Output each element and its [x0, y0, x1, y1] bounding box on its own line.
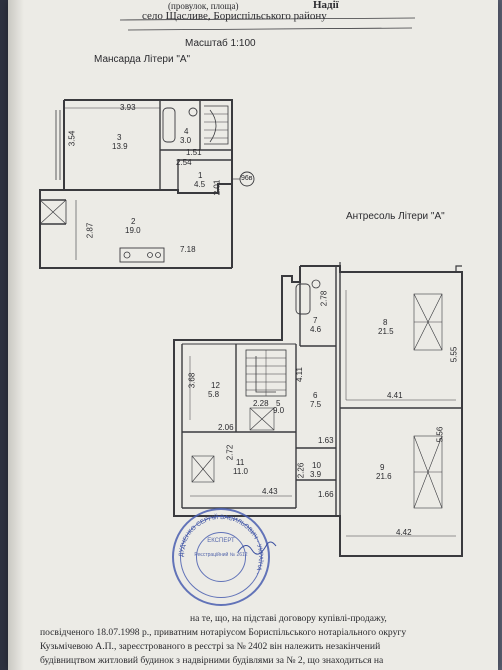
room-number: 2: [131, 217, 136, 226]
mansard-plan: [39, 99, 255, 269]
header-sub-left: (провулок, площа): [168, 1, 239, 11]
room-number: 8: [383, 318, 388, 327]
dimension: 4.42: [396, 528, 412, 537]
stamp-title: ЕКСПЕРТ: [207, 538, 235, 544]
official-stamp: ЕКСПЕРТ Реєстраційний № 2612: [172, 508, 270, 606]
room-number: 9: [380, 463, 385, 472]
room-number: 5: [276, 399, 281, 408]
header-underline-2: [127, 27, 413, 31]
footer-line: Кузьмічевою А.П., зареєстрованого в реєс…: [40, 641, 381, 652]
dimension: 4.41: [387, 391, 403, 400]
antresol-title: Антресоль Літери "А": [346, 211, 445, 222]
dimension: 2.54: [176, 158, 192, 167]
room-number: 11: [236, 458, 245, 467]
dimension: 1.51: [186, 148, 202, 157]
room-number: 4: [184, 127, 189, 136]
stamp-reg: Реєстраційний № 2612: [194, 552, 248, 558]
page-shadow: [8, 0, 24, 670]
dimension: 2.06: [218, 423, 234, 432]
dimension: 3.93: [120, 103, 136, 112]
room-area: 7.5: [310, 400, 322, 409]
room-area: 9.0: [273, 406, 285, 415]
room-area: 3.9: [310, 470, 322, 479]
mansard-title: Мансарда Літери "А": [94, 54, 191, 65]
room-number: 12: [211, 381, 220, 390]
svg-text:ДУДЧЕНКО СЕРГІЙ ВАСИЛЬОВИЧ · У: ДУДЧЕНКО СЕРГІЙ ВАСИЛЬОВИЧ · УКРАЇНА ·: [178, 513, 264, 575]
dimension: 2.28: [253, 399, 269, 408]
dimension: 7.18: [180, 245, 196, 254]
room-area: 19.0: [125, 226, 141, 235]
room-number: 1: [198, 171, 203, 180]
antresol-plan: [173, 262, 463, 557]
room-area: 3.0: [180, 136, 192, 145]
stamp-ring-label: ДУДЧЕНКО СЕРГІЙ ВАСИЛЬОВИЧ · УКРАЇНА ·: [178, 513, 264, 575]
header-underline: [119, 17, 416, 21]
room-number: 3: [117, 133, 122, 142]
marker-label: 96в: [241, 175, 253, 182]
room-area: 21.6: [376, 472, 392, 481]
footer-line: будівництвом житловий будинок з надвірни…: [40, 655, 384, 666]
signature: [237, 541, 277, 555]
dimension: 1.66: [318, 490, 334, 499]
footer-line: на те, що, на підставі договору купівлі-…: [190, 613, 387, 624]
scale-label: Масштаб 1:100: [185, 38, 256, 49]
room-area: 4.5: [194, 180, 206, 189]
room-area: 11.0: [233, 467, 248, 476]
room-area: 21.5: [378, 327, 394, 336]
room-number: 6: [313, 391, 318, 400]
room-area: 4.6: [310, 325, 322, 334]
header-address: село Щасливе, Бориспільського району: [142, 10, 327, 22]
room-area: 5.8: [208, 390, 220, 399]
dimension: 1.63: [318, 436, 334, 445]
dimension: 4.43: [262, 487, 278, 496]
footer-line: посвідченого 18.07.1998 р., приватним но…: [40, 627, 407, 638]
room-number: 7: [313, 316, 318, 325]
header-name-right: Надії: [313, 0, 339, 11]
room-area: 13.9: [112, 142, 128, 151]
room-number: 10: [312, 461, 321, 470]
